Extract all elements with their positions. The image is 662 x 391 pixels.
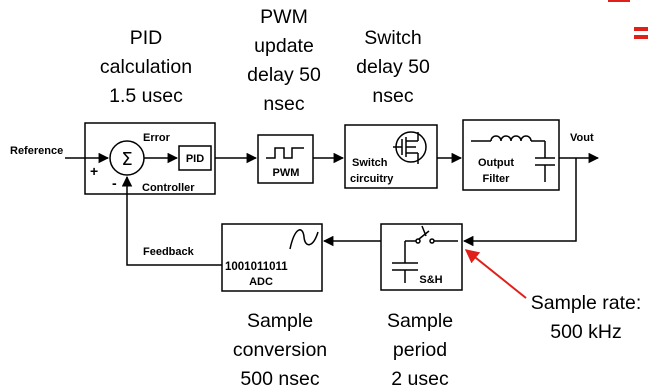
note-line: Switch: [364, 27, 421, 49]
switch-delay-note: Switch delay 50 nsec: [356, 27, 430, 107]
controller-label: Controller: [142, 182, 195, 194]
note-line: PWM: [260, 6, 308, 28]
plus-sign: +: [90, 163, 98, 179]
analog-wave-icon: [289, 229, 319, 250]
vout-label: Vout: [570, 132, 594, 144]
pid-box: [178, 145, 212, 171]
sample-rate-pointer-arrow: [464, 249, 527, 299]
pwm-block: PWM: [257, 134, 314, 184]
pid-label: PID: [186, 153, 204, 165]
switch-box: [344, 124, 438, 189]
feedback-arrow: [121, 175, 222, 266]
sample-hold-block: S&H: [380, 223, 463, 291]
sample-hold-box: [380, 223, 463, 291]
note-line: 2 usec: [391, 368, 449, 390]
sample-conversion-note: Sample conversion 500 nsec: [233, 310, 327, 390]
vout-to-sampler-arrow: [462, 158, 577, 247]
adc-label: ADC: [249, 276, 273, 288]
output-filter-box: [462, 119, 560, 191]
pwm-update-delay-note: PWM update delay 50 nsec: [247, 6, 321, 115]
sample-hold-label: S&H: [419, 274, 442, 286]
output-filter-label-line2: Filter: [483, 173, 511, 185]
feedback-label: Feedback: [143, 246, 195, 258]
note-line: 1.5 usec: [109, 85, 183, 107]
note-line: nsec: [372, 85, 413, 107]
minus-sign: -: [112, 175, 117, 191]
switch-block: Switch circuitry: [344, 124, 438, 189]
pwm-box: [257, 134, 314, 184]
hold-capacitor-icon: [392, 262, 418, 283]
note-line: conversion: [233, 339, 327, 361]
note-line: period: [393, 339, 447, 361]
note-line: calculation: [100, 56, 192, 78]
sample-rate-note: Sample rate: 500 kHz: [531, 292, 642, 343]
output-filter-label-line1: Output: [478, 157, 514, 169]
inductor-icon: [471, 135, 545, 142]
note-line: 500 nsec: [240, 368, 319, 390]
note-line: nsec: [263, 93, 304, 115]
signal-wires: [65, 152, 600, 266]
pwm-waveform-icon: [266, 147, 304, 159]
controller-block: Σ Error PID Controller + -: [84, 122, 216, 195]
sample-period-note: Sample period 2 usec: [387, 310, 453, 390]
note-line: delay 50: [247, 64, 321, 86]
error-label: Error: [143, 132, 171, 144]
note-line: Sample: [387, 310, 453, 332]
adc-box: [221, 223, 323, 292]
switch-label-line1: Switch: [352, 157, 388, 169]
capacitor-icon: [535, 141, 555, 182]
mosfet-icon: [393, 131, 427, 164]
sum-symbol: Σ: [121, 149, 132, 170]
reference-label: Reference: [10, 145, 63, 157]
note-line: update: [254, 35, 314, 57]
note-line: PID: [130, 27, 163, 49]
adc-block: 1001011011 ADC: [221, 223, 323, 292]
note-line: delay 50: [356, 56, 430, 78]
red-fragment-top: [608, 0, 630, 2]
pid-calculation-note: PID calculation 1.5 usec: [100, 27, 192, 107]
red-equals-mark-top: [634, 27, 648, 31]
red-equals-mark-bottom: [634, 35, 648, 39]
output-filter-block: Output Filter: [462, 119, 560, 191]
adc-bits-label: 1001011011: [225, 261, 288, 273]
note-line: Sample: [247, 310, 313, 332]
sample-switch-icon: [404, 225, 458, 263]
note-line: Sample rate:: [531, 292, 642, 314]
pwm-label: PWM: [273, 167, 300, 179]
switch-label-line2: circuitry: [350, 173, 394, 185]
note-line: 500 kHz: [550, 321, 622, 343]
